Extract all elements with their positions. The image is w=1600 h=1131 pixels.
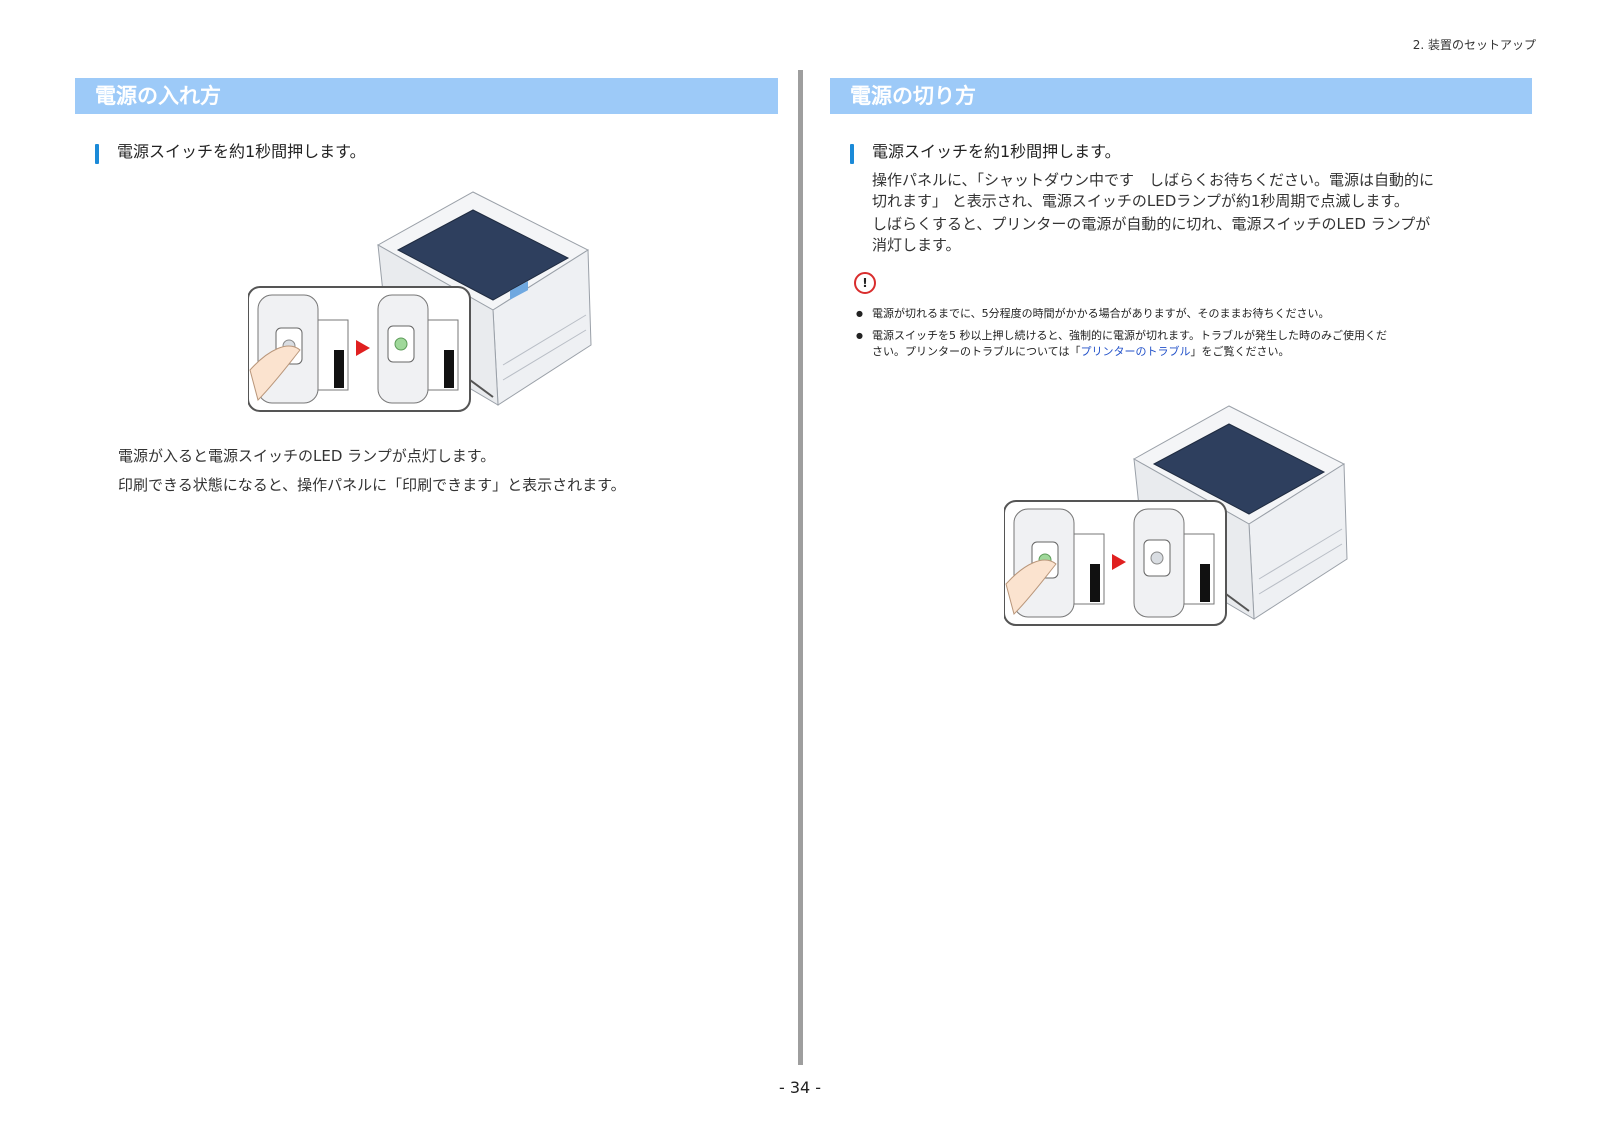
power-on-result-line-1: 電源が入ると電源スイッチのLED ランプが点灯します。 — [118, 447, 496, 465]
step-number-marker: 1 — [95, 144, 99, 164]
page-number: - 34 - — [778, 1078, 822, 1097]
power-on-illustration — [248, 191, 592, 412]
power-off-section: 電源の切り方 1 電源スイッチを約1秒間押します。 操作パネルに、「シャットダウ… — [830, 78, 1532, 366]
printer-trouble-link[interactable]: プリンターのトラブル — [1080, 345, 1191, 358]
shutdown-description-line-1: 操作パネルに、「シャットダウン中です しばらくお待ちください。電源は自動的に — [872, 171, 1435, 189]
step-1-power-off: 1 電源スイッチを約1秒間押します。 操作パネルに、「シャットダウン中です しば… — [830, 140, 1532, 256]
power-off-illustration — [1004, 405, 1348, 626]
column-divider — [798, 70, 803, 1065]
caution-item: 電源スイッチを5 秒以上押し続けると、強制的に電源が切れます。トラブルが発生した… — [854, 328, 1532, 360]
step-instruction: 電源スイッチを約1秒間押します。 — [872, 142, 1121, 161]
section-title-power-off: 電源の切り方 — [830, 78, 1532, 114]
auto-off-description-line-2: 消灯します。 — [872, 236, 961, 254]
step-number-marker: 1 — [850, 144, 854, 164]
caution-icon: ! — [854, 272, 876, 294]
step-instruction: 電源スイッチを約1秒間押します。 — [117, 142, 366, 161]
power-on-result-line-2: 印刷できる状態になると、操作パネルに「印刷できます」と表示されます。 — [118, 476, 626, 494]
chapter-header: 2. 装置のセットアップ — [1412, 38, 1536, 52]
section-title-power-on: 電源の入れ方 — [75, 78, 778, 114]
auto-off-description-line-1: しばらくすると、プリンターの電源が自動的に切れ、電源スイッチのLED ランプが — [872, 215, 1431, 233]
caution-note: ! 電源が切れるまでに、5分程度の時間がかかる場合がありますが、そのままお待ちく… — [830, 272, 1532, 360]
power-on-section: 電源の入れ方 1 電源スイッチを約1秒間押します。 — [75, 78, 778, 164]
caution-item: 電源が切れるまでに、5分程度の時間がかかる場合がありますが、そのままお待ちくださ… — [854, 306, 1532, 322]
shutdown-description-line-2: 切れます」 と表示され、電源スイッチのLEDランプが約1秒周期で点滅します。 — [872, 192, 1409, 210]
caution-list: 電源が切れるまでに、5分程度の時間がかかる場合がありますが、そのままお待ちくださ… — [854, 306, 1532, 360]
step-1-power-on: 1 電源スイッチを約1秒間押します。 — [75, 140, 778, 164]
